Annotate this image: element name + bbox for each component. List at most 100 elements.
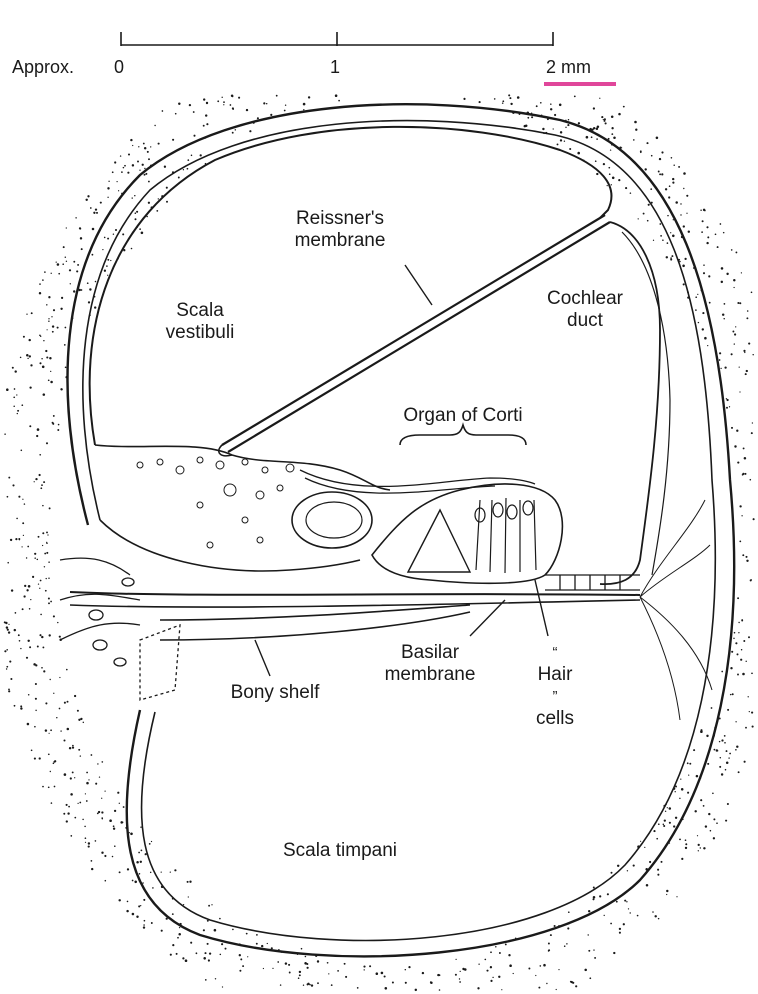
stipple-dot xyxy=(664,188,668,191)
stipple-dot xyxy=(502,100,505,103)
stipple-dot xyxy=(309,983,311,986)
stipple-dot xyxy=(681,857,684,861)
stipple-dot xyxy=(51,316,53,318)
stipple-dot xyxy=(143,173,146,176)
stipple-dot xyxy=(82,818,84,821)
stipple-dot xyxy=(725,398,728,400)
stipple-dot xyxy=(140,904,142,907)
stipple-dot xyxy=(720,367,722,370)
stipple-dot xyxy=(559,131,563,134)
stipple-dot xyxy=(202,929,205,932)
stipple-dot xyxy=(701,220,704,223)
stipple-dot xyxy=(46,542,48,544)
stipple-dot xyxy=(10,677,13,681)
stipple-dot xyxy=(593,949,595,951)
stipple-dot xyxy=(91,867,94,871)
stipple-dot xyxy=(657,170,660,173)
stipple-dot xyxy=(592,107,596,110)
stipple-dot xyxy=(232,108,234,110)
stipple-dot xyxy=(84,841,87,843)
stipple-dot xyxy=(66,727,70,731)
stipple-dot xyxy=(182,957,185,960)
stipple-dot xyxy=(675,785,677,788)
stipple-dot xyxy=(538,986,541,989)
stipple-dot xyxy=(709,829,712,832)
stipple-dot xyxy=(47,534,49,536)
stipple-dot xyxy=(84,793,87,795)
stipple-dot xyxy=(45,702,48,705)
stipple-dot xyxy=(687,791,690,794)
stipple-dot xyxy=(478,963,480,965)
stipple-dot xyxy=(751,672,753,675)
stipple-dot xyxy=(64,256,67,258)
stipple-dot xyxy=(13,388,16,390)
organ-of-corti-label: Organ of Corti xyxy=(403,405,523,426)
stipple-dot xyxy=(18,539,21,541)
stipple-dot xyxy=(39,283,41,285)
stipple-dot xyxy=(745,726,747,729)
stipple-dot xyxy=(103,236,106,239)
stipple-dot xyxy=(721,739,724,742)
stipple-dot xyxy=(14,370,17,373)
stipple-dot xyxy=(121,171,123,173)
stipple-dot xyxy=(131,197,133,199)
stipple-dot xyxy=(735,721,737,723)
stipple-dot xyxy=(106,265,108,267)
stipple-dot xyxy=(498,952,501,954)
stipple-dot xyxy=(748,636,750,639)
stipple-dot xyxy=(676,896,678,898)
stipple-dot xyxy=(608,166,611,169)
stipple-dot xyxy=(670,232,672,234)
stipple-dot xyxy=(735,642,738,645)
stipple-dot xyxy=(671,255,674,258)
stipple-dot xyxy=(421,971,425,975)
stipple-dot xyxy=(16,517,18,520)
stipple-dot xyxy=(68,746,72,750)
stipple-dot xyxy=(414,988,418,992)
stipple-dot xyxy=(748,710,750,713)
stipple-dot xyxy=(21,546,23,548)
stipple-dot xyxy=(639,150,642,153)
stipple-dot xyxy=(229,104,232,106)
stipple-dot xyxy=(738,621,740,624)
stipple-dot xyxy=(94,280,97,283)
stipple-dot xyxy=(737,673,739,676)
stipple-dot xyxy=(716,749,719,752)
stipple-dot xyxy=(682,283,685,286)
stipple-dot xyxy=(59,676,61,679)
stipple-dot xyxy=(57,621,59,624)
stipple-dot xyxy=(13,704,16,707)
stipple-dot xyxy=(18,495,21,498)
stipple-dot xyxy=(239,969,242,972)
stipple-dot xyxy=(50,370,52,373)
stipple-dot xyxy=(58,272,61,275)
inner-sulcus xyxy=(291,491,373,549)
stipple-dot xyxy=(610,115,614,118)
stipple-dot xyxy=(674,816,678,819)
stipple-dot xyxy=(720,280,724,284)
stipple-dot xyxy=(725,750,728,753)
stipple-dot xyxy=(750,291,753,294)
stipple-dot xyxy=(680,778,682,780)
stipple-dot xyxy=(384,987,388,990)
stipple-dot xyxy=(380,971,384,975)
stipple-dot xyxy=(65,820,68,823)
stipple-dot xyxy=(743,349,746,352)
stipple-dot xyxy=(30,364,33,367)
stipple-dot xyxy=(733,631,736,634)
stipple-dot xyxy=(609,149,612,151)
stipple-dot xyxy=(686,194,689,197)
stipple-dot xyxy=(284,104,287,106)
spiral-limbus xyxy=(94,444,391,491)
stipple-dot xyxy=(113,809,117,813)
stipple-dot xyxy=(490,951,492,954)
stipple-dot xyxy=(615,900,618,903)
stipple-dot xyxy=(584,968,587,972)
stipple-dot xyxy=(718,352,722,355)
stipple-dot xyxy=(454,973,457,976)
cochlear-duct-wall xyxy=(599,221,661,585)
stipple-dot xyxy=(729,693,732,696)
stipple-dot xyxy=(142,142,145,145)
stipple-dot xyxy=(126,868,130,871)
